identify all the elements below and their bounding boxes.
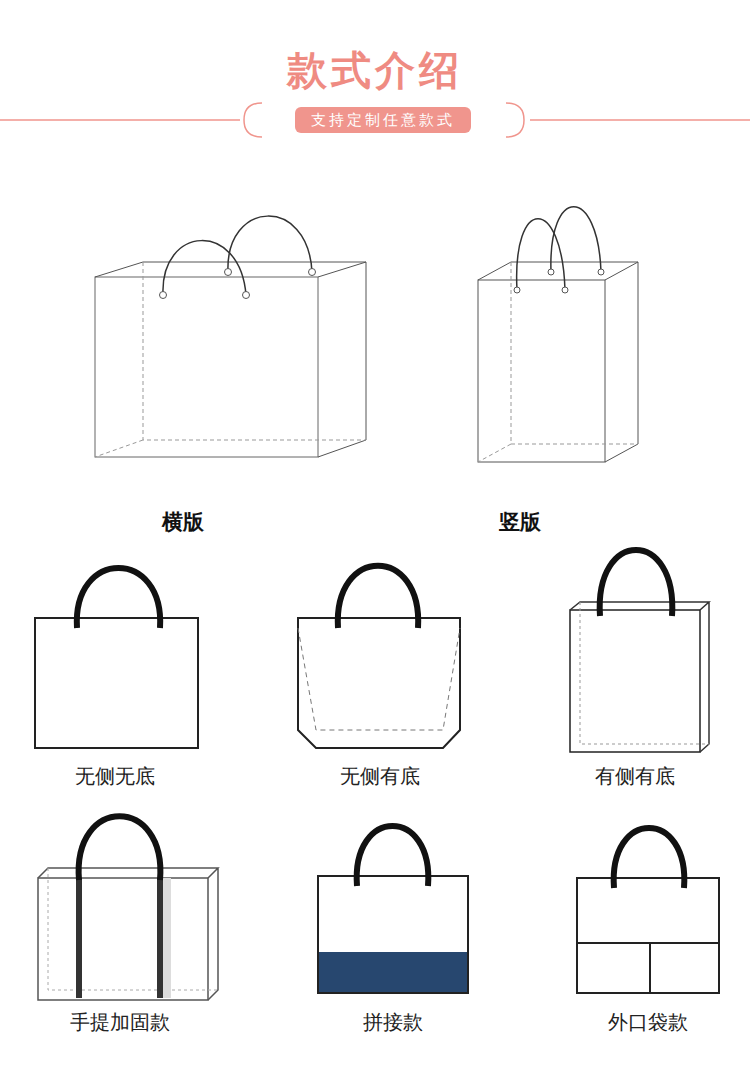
gusset-bag xyxy=(570,602,709,752)
horizontal-bag xyxy=(163,241,246,295)
horizontal-bag xyxy=(309,269,316,276)
horizontal-bag xyxy=(225,269,232,276)
reinforced-bag xyxy=(79,816,161,880)
vertical-bag xyxy=(478,207,638,462)
flat-bag xyxy=(77,568,160,628)
banner-text: 支持定制任意款式 xyxy=(311,111,455,130)
vertical-bag xyxy=(514,287,520,293)
bottom-gusset-bag xyxy=(298,566,460,748)
flat-bag xyxy=(35,618,198,748)
vertical-bag xyxy=(562,287,568,293)
style-label: 无侧有底 xyxy=(340,763,420,790)
bottom-gusset-bag xyxy=(338,566,418,628)
style-label: 拼接款 xyxy=(363,1009,423,1036)
spliced-bag xyxy=(318,826,468,993)
flat-bag xyxy=(35,568,198,748)
vertical-bag xyxy=(517,219,565,290)
reinforced-bag xyxy=(157,878,163,998)
vertical-bag xyxy=(478,262,638,462)
horizontal-bag xyxy=(95,262,366,277)
vertical-bag xyxy=(551,207,601,272)
banner-rule xyxy=(506,103,524,137)
horizontal-bag xyxy=(95,216,366,457)
bottom-gusset-bag xyxy=(298,618,460,748)
reinforced-bag xyxy=(163,878,171,998)
vertical-bag xyxy=(605,262,638,462)
page-title: 款式介绍 xyxy=(287,43,463,98)
bottom-gusset-bag xyxy=(298,628,460,730)
horizontal-bag xyxy=(228,216,312,272)
reinforced-bag xyxy=(38,816,218,1000)
horizontal-bag xyxy=(243,292,250,299)
pocket-bag xyxy=(614,828,685,888)
version-label: 竖版 xyxy=(499,508,541,536)
reinforced-bag xyxy=(76,878,82,998)
banner-rule xyxy=(0,103,750,137)
version-label: 横版 xyxy=(162,508,204,536)
reinforced-bag xyxy=(38,878,208,1000)
banner-rule xyxy=(244,103,262,137)
banner-rule xyxy=(0,119,240,121)
horizontal-bag xyxy=(95,277,318,457)
spliced-bag xyxy=(357,826,429,886)
gusset-bag xyxy=(580,602,709,744)
vertical-bag xyxy=(548,269,554,275)
banner-box: 支持定制任意款式 xyxy=(295,107,471,133)
pocket-bag xyxy=(577,878,719,993)
horizontal-bag xyxy=(160,292,167,299)
vertical-bag xyxy=(598,269,604,275)
pocket-bag xyxy=(577,943,719,993)
spliced-bag xyxy=(318,952,468,993)
style-label: 无侧无底 xyxy=(75,763,155,790)
gusset-bag xyxy=(570,610,700,752)
reinforced-bag xyxy=(38,868,218,1000)
spliced-bag xyxy=(318,876,468,993)
pocket-bag xyxy=(577,828,719,993)
horizontal-bag xyxy=(318,262,366,457)
style-label: 手提加固款 xyxy=(70,1009,170,1036)
style-label: 外口袋款 xyxy=(608,1009,688,1036)
horizontal-bag xyxy=(95,262,366,457)
vertical-bag xyxy=(478,262,638,280)
gusset-bag xyxy=(570,550,709,752)
gusset-bag xyxy=(600,550,673,616)
vertical-bag xyxy=(478,280,605,462)
style-label: 有侧有底 xyxy=(595,763,675,790)
reinforced-bag xyxy=(48,868,218,990)
banner-rule xyxy=(530,119,750,121)
